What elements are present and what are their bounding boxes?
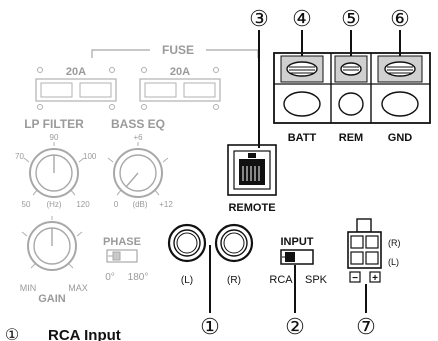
- speaker-plus-icon: +: [369, 271, 381, 284]
- lp-scale-50: 50: [22, 200, 31, 209]
- gnd-label: GND: [388, 132, 413, 144]
- remote-section: REMOTE: [227, 30, 277, 214]
- speaker-output-section: (R) (L) − +: [347, 218, 401, 313]
- gnd-terminal[interactable]: [377, 55, 423, 117]
- rca-left-jack[interactable]: [167, 223, 207, 263]
- speaker-output-connector[interactable]: [347, 218, 382, 269]
- power-terminal-block: BATT REM GND: [273, 30, 431, 144]
- speaker-minus-icon: −: [349, 271, 361, 284]
- lp-scale-90: 90: [50, 133, 59, 142]
- lp-scale-70: 70: [15, 152, 24, 161]
- speaker-l-label: (L): [388, 257, 399, 267]
- callout-5: ⑤: [341, 6, 361, 31]
- phase-section: PHASE 0° 180°: [103, 236, 148, 283]
- lp-filter-knob[interactable]: [23, 142, 85, 198]
- plus-symbol: +: [372, 273, 378, 284]
- gain-max: MAX: [68, 283, 88, 293]
- lp-filter-title: LP FILTER: [24, 117, 84, 131]
- fuse-section: FUSE 20A 20A: [35, 43, 259, 110]
- callout-3: ③: [249, 6, 269, 31]
- callouts: ③ ④ ⑤ ⑥ ① ② ⑦: [200, 6, 410, 339]
- legend-text: RCA Input: [48, 327, 121, 341]
- gain-min: MIN: [20, 283, 37, 293]
- bass-eq-title: BASS EQ: [111, 117, 165, 131]
- remote-label: REMOTE: [228, 202, 275, 214]
- speaker-r-label: (R): [388, 238, 401, 248]
- rem-label: REM: [339, 132, 363, 144]
- lp-scale-unit: (Hz): [46, 200, 61, 209]
- input-title: INPUT: [281, 236, 314, 248]
- callout-1: ①: [200, 314, 220, 339]
- lp-scale-100: 100: [83, 152, 97, 161]
- input-select-switch[interactable]: [280, 249, 314, 265]
- remote-port[interactable]: [227, 144, 277, 196]
- rem-terminal[interactable]: [334, 55, 368, 116]
- callout-6: ⑥: [390, 6, 410, 31]
- rca-right-jack[interactable]: [214, 223, 254, 263]
- bass-scale-plus6: +6: [133, 133, 143, 142]
- batt-label: BATT: [288, 132, 317, 144]
- bass-eq-section: BASS EQ +6 0 (dB) +12: [107, 117, 173, 209]
- batt-terminal[interactable]: [280, 55, 324, 117]
- fuse-right: [139, 67, 221, 110]
- fuse-left: [35, 67, 117, 110]
- lp-filter-section: LP FILTER 70 90 100 50 (Hz) 120: [15, 117, 97, 209]
- fuse-right-rating: 20A: [170, 66, 190, 78]
- phase-0: 0°: [105, 272, 115, 283]
- legend-number: ①: [5, 327, 19, 341]
- legend: ① RCA Input: [5, 327, 121, 341]
- fuse-left-rating: 20A: [66, 66, 86, 78]
- phase-180: 180°: [128, 272, 149, 283]
- lp-scale-120: 120: [76, 200, 90, 209]
- callout-4: ④: [292, 6, 312, 31]
- callout-7: ⑦: [356, 314, 376, 339]
- bass-scale-plus12: +12: [159, 200, 173, 209]
- rca-inputs: (L) (R): [167, 223, 254, 313]
- fuse-title: FUSE: [162, 43, 194, 57]
- gain-title: GAIN: [38, 293, 66, 305]
- rca-left-label: (L): [181, 275, 193, 286]
- callout-2: ②: [285, 314, 305, 339]
- input-rca: RCA: [269, 274, 293, 286]
- phase-switch[interactable]: [106, 249, 138, 263]
- input-select-section: INPUT RCA SPK: [269, 236, 328, 313]
- phase-title: PHASE: [103, 236, 141, 248]
- bass-scale-unit: (dB): [132, 200, 147, 209]
- bass-eq-knob[interactable]: [107, 142, 169, 198]
- bass-scale-0: 0: [114, 200, 119, 209]
- gain-knob[interactable]: [21, 216, 83, 271]
- input-spk: SPK: [305, 274, 328, 286]
- minus-symbol: −: [352, 273, 358, 284]
- gain-section: MIN MAX GAIN: [20, 216, 88, 305]
- rca-right-label: (R): [227, 275, 241, 286]
